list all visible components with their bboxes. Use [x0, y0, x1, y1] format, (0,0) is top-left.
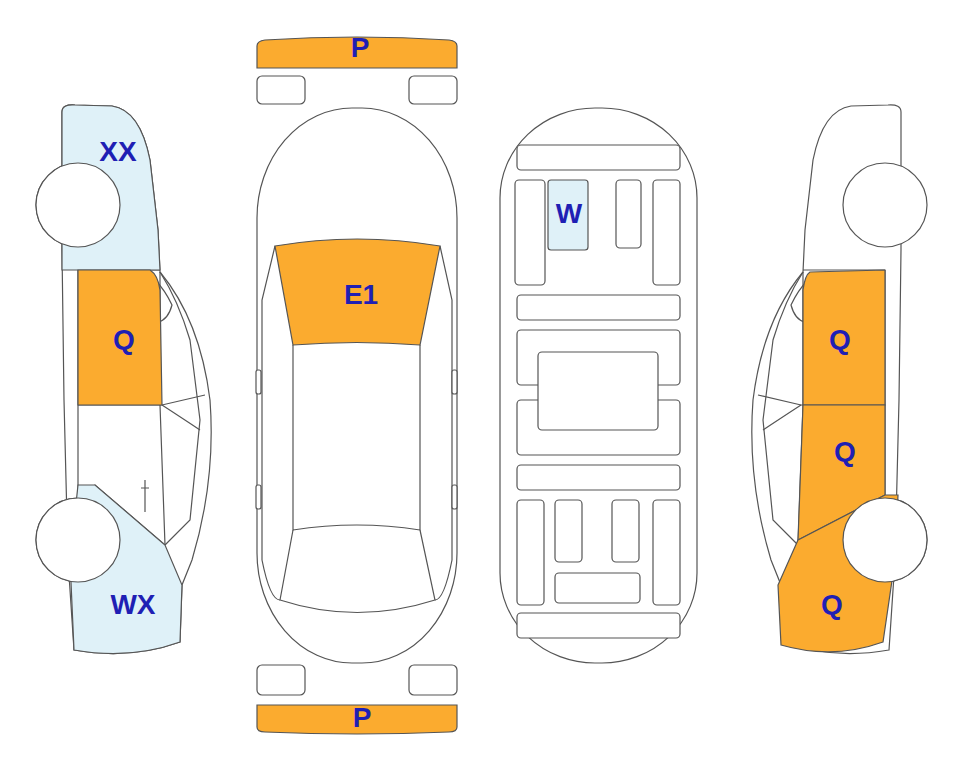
underbody-part: W [548, 180, 588, 250]
bumper-panel: P [257, 34, 457, 70]
door-panel: Q [78, 270, 162, 405]
damage-code: Q [113, 326, 135, 354]
bumper-panel: P [257, 703, 457, 735]
damage-code: P [353, 704, 372, 732]
fender-panel: XX [60, 104, 162, 272]
damage-code: Q [829, 326, 851, 354]
quarter-panel: WX [68, 480, 186, 658]
panel-shape [60, 104, 162, 272]
damage-code: Q [834, 438, 856, 466]
damage-code: W [556, 200, 582, 228]
damage-code: XX [99, 138, 136, 166]
panel-shape [772, 495, 902, 660]
damage-code: E1 [344, 281, 378, 309]
damage-code: WX [110, 591, 155, 619]
damage-code: Q [821, 591, 843, 619]
door-panel: Q [797, 270, 887, 405]
panel-shape [68, 480, 186, 658]
damage-code: P [351, 34, 370, 62]
windshield-panel: E1 [275, 236, 440, 346]
quarter-panel: Q [772, 495, 902, 660]
